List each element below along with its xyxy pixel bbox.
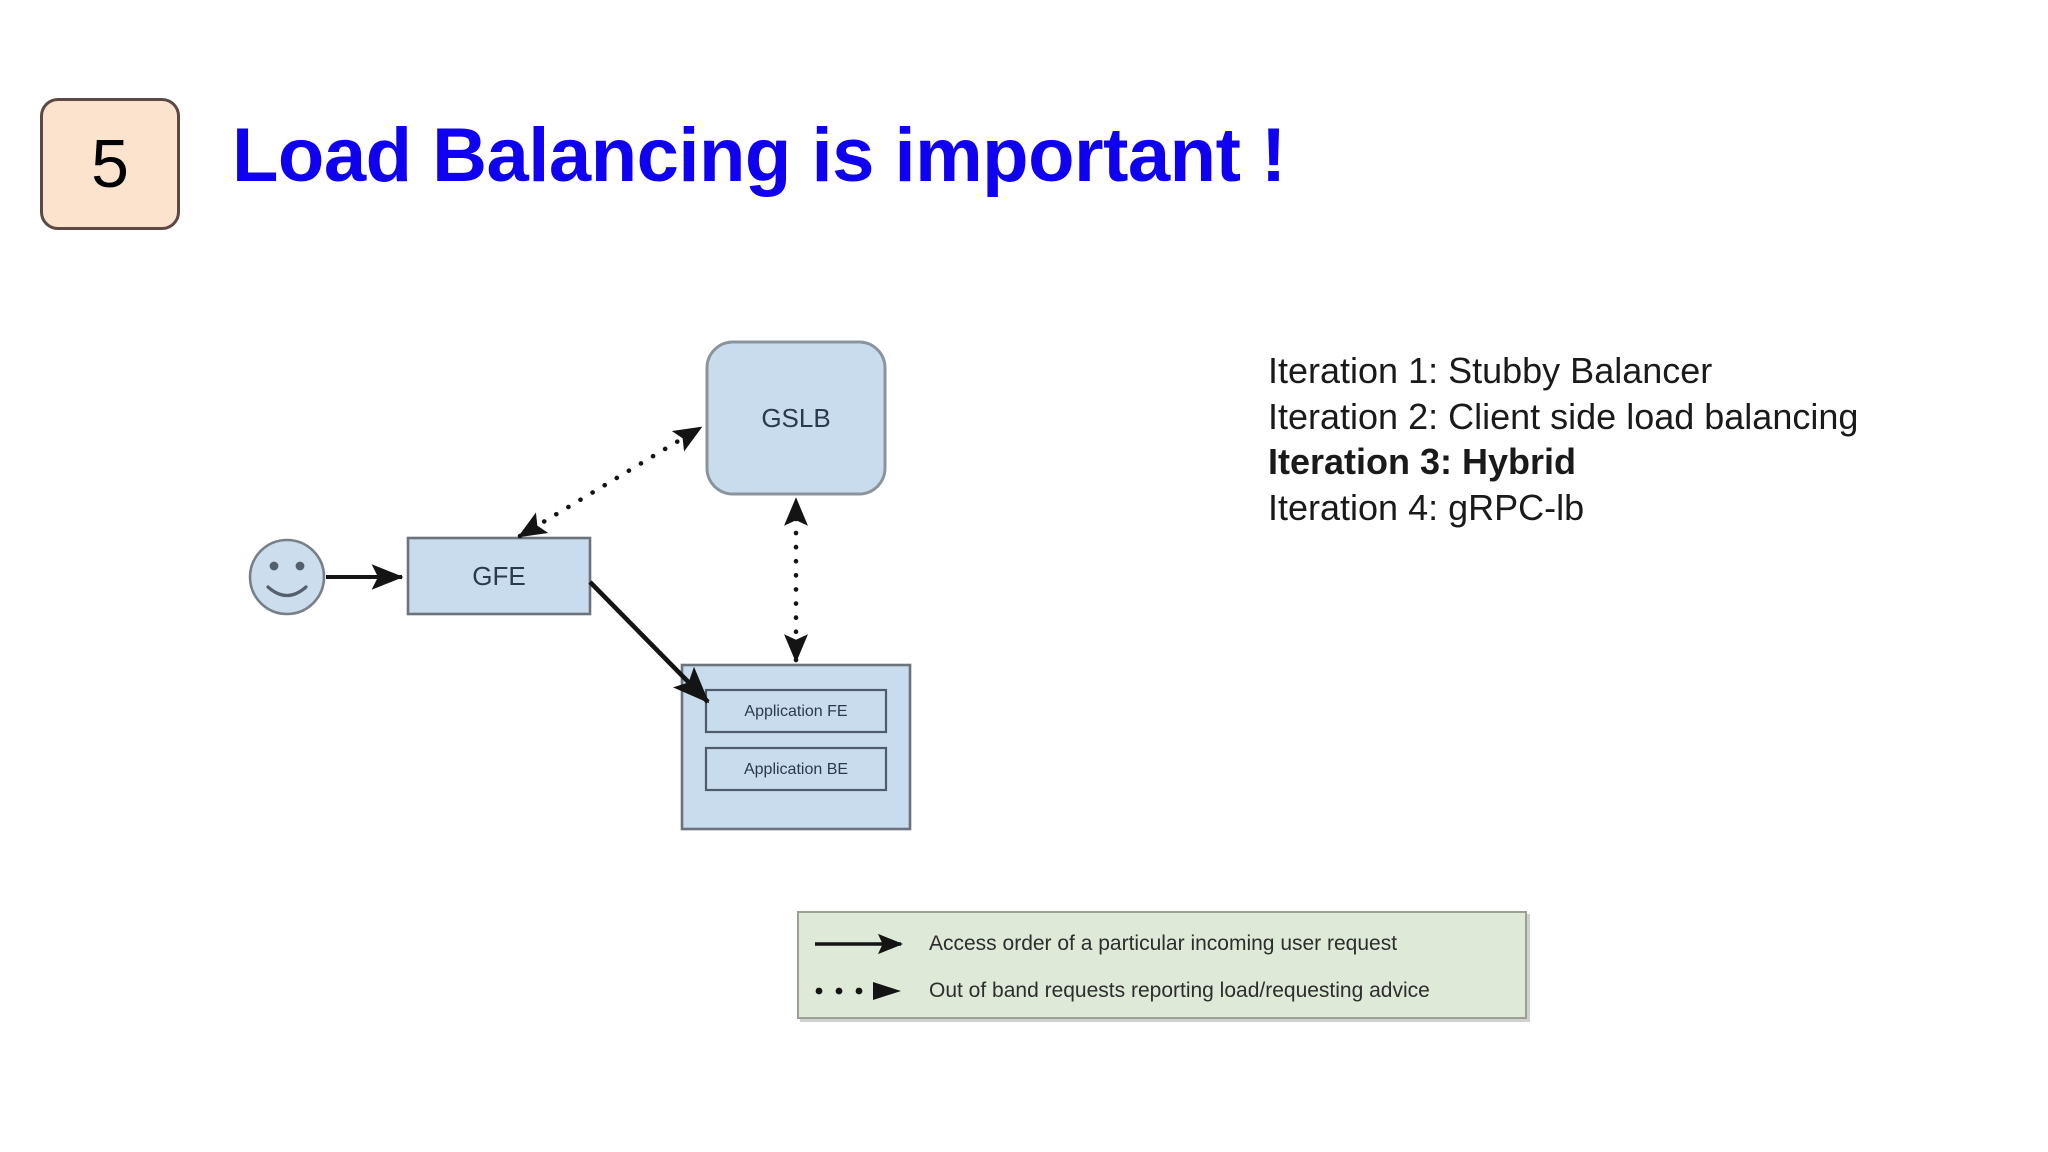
legend-row-solid: Access order of a particular incoming us… [799, 919, 1525, 969]
node-app-be-label: Application BE [744, 761, 848, 778]
edge-gfe-to-app-fe [588, 580, 710, 704]
iterations-list: Iteration 1: Stubby Balancer Iteration 2… [1268, 348, 1858, 531]
iteration-item-4: Iteration 4: gRPC-lb [1268, 487, 1585, 529]
smiley-face-user-icon [248, 538, 326, 616]
iteration-item-2: Iteration 2: Client side load balancing [1268, 395, 1859, 437]
dotted-arrow-icon [799, 971, 929, 1011]
architecture-diagram: GSLB GFE Application FE Application BE [248, 340, 912, 831]
legend-box: Access order of a particular incoming us… [797, 911, 1527, 1019]
solid-arrow-icon [799, 924, 929, 964]
node-gslb: GSLB [705, 340, 887, 496]
page-title: Load Balancing is important ! [232, 113, 1286, 198]
node-gfe-label: GFE [472, 561, 525, 591]
iteration-item-1: Iteration 1: Stubby Balancer [1268, 350, 1713, 391]
slide-number-badge: 5 [40, 98, 180, 230]
legend-text-solid: Access order of a particular incoming us… [929, 932, 1398, 955]
node-gfe: GFE [406, 536, 592, 616]
legend-row-dotted: Out of band requests reporting load/requ… [799, 966, 1525, 1016]
edge-gfe-to-gslb [517, 425, 703, 539]
slide-number: 5 [91, 126, 129, 202]
node-app-fe-label: Application FE [744, 703, 847, 720]
node-gslb-label: GSLB [761, 403, 830, 433]
node-app-container: Application FE Application BE [680, 663, 912, 831]
iteration-item-3: Iteration 3: Hybrid [1268, 441, 1577, 483]
legend-text-dotted: Out of band requests reporting load/requ… [929, 979, 1430, 1002]
